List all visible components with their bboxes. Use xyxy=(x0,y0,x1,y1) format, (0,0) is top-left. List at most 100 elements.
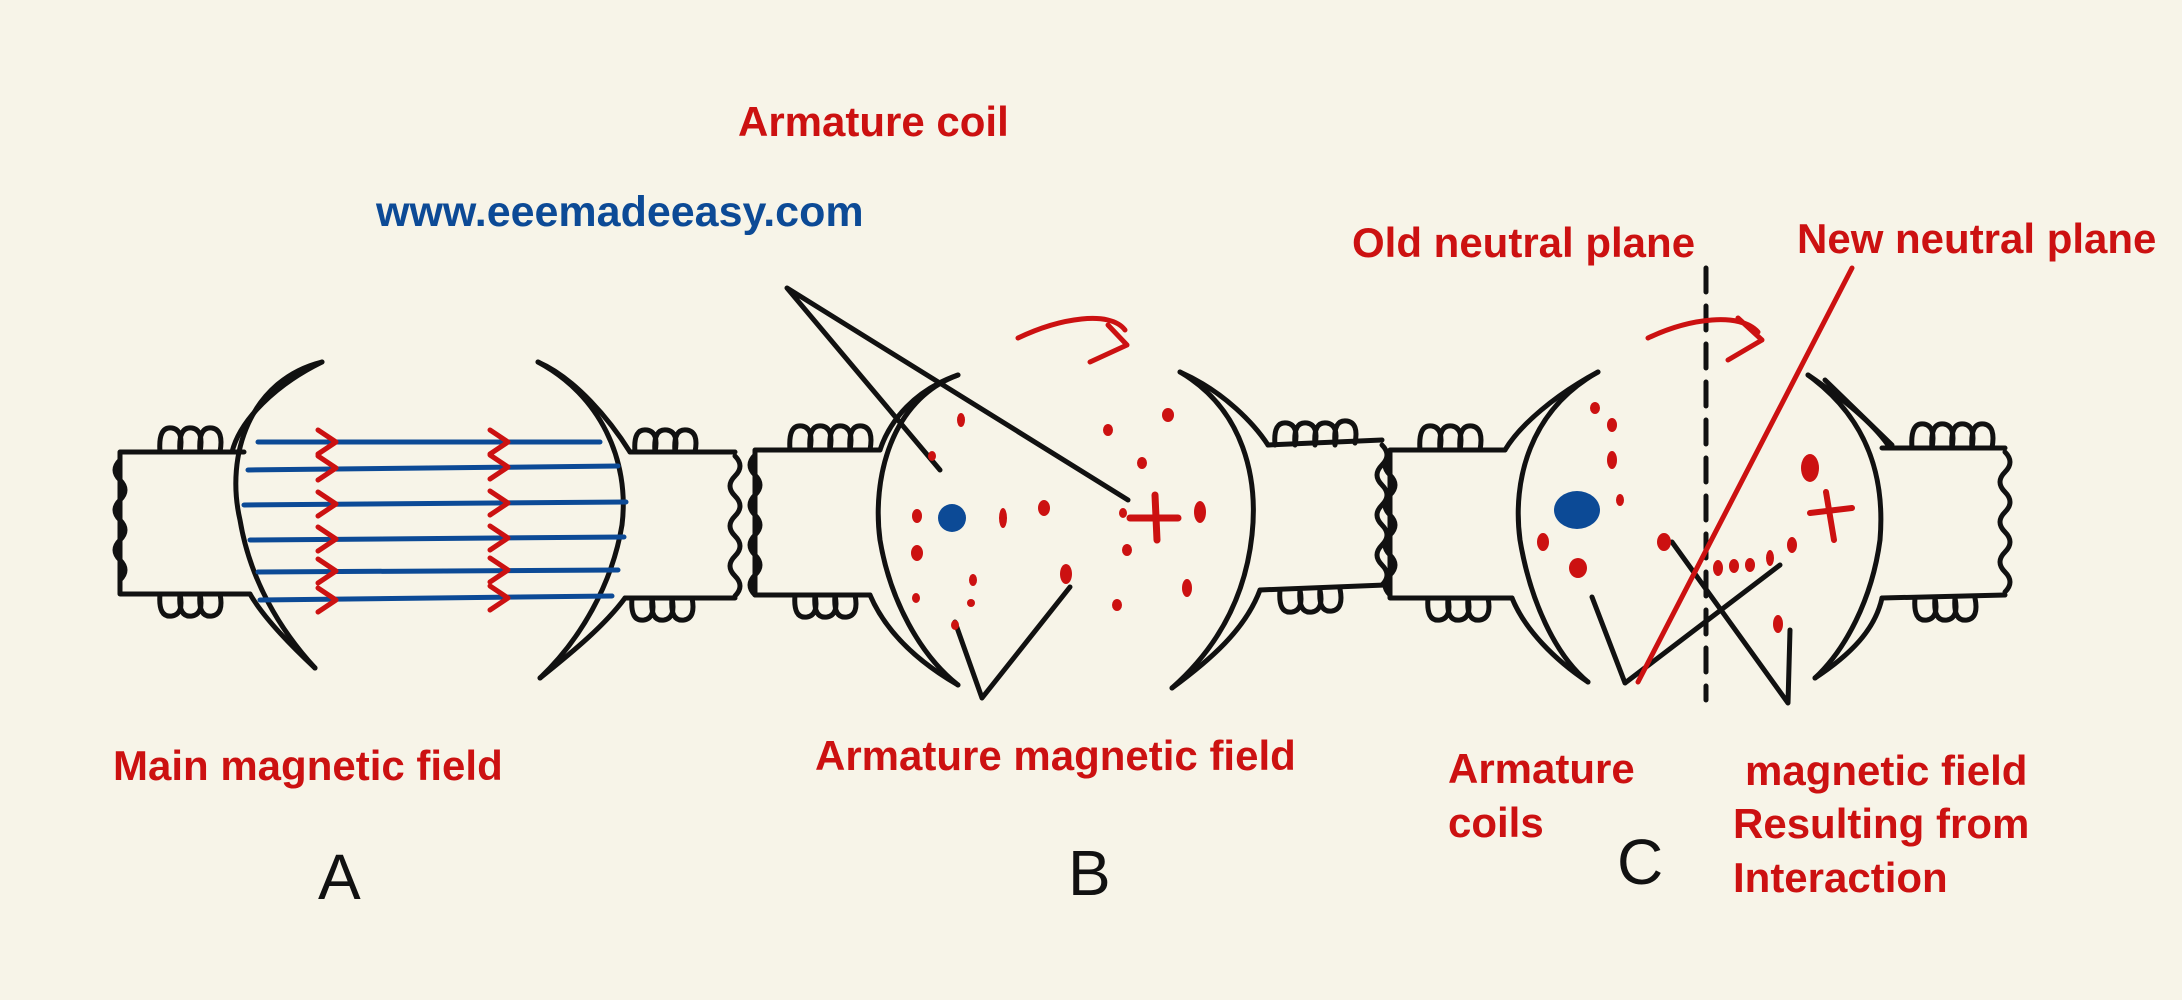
current-out-dots xyxy=(938,491,1600,532)
panel-c-left-pole-shoe xyxy=(1515,369,1601,685)
panel-a-left-pole-shoe-outer xyxy=(229,359,325,671)
old-neutral-plane-label: Old neutral plane xyxy=(1352,219,1696,266)
panel-b-left-pole xyxy=(752,447,883,598)
field-dot xyxy=(1060,564,1072,584)
field-dot xyxy=(1569,558,1587,578)
panel-b-left-coil xyxy=(787,423,874,620)
panel-a-machine xyxy=(112,359,743,681)
panel-b-left-yoke-edge xyxy=(747,452,763,598)
panel-c-rotation-arrow xyxy=(1645,315,1765,363)
panel-c-left-coil xyxy=(1417,423,1492,623)
panel-c-right-pole-shoe xyxy=(1805,372,1884,681)
field-dot xyxy=(1773,615,1783,633)
field-dot xyxy=(1766,550,1774,566)
field-dot xyxy=(911,545,923,561)
armature-coils-label-line2: coils xyxy=(1448,799,1544,846)
armature-field-dots xyxy=(911,402,1819,633)
panel-a-field-arrows xyxy=(315,427,511,615)
panel-a-right-pole-shoe xyxy=(535,359,626,681)
field-dot xyxy=(1194,501,1206,523)
resulting-field-label-line3: Interaction xyxy=(1733,854,1948,901)
panel-a-right-pole xyxy=(622,449,738,601)
field-dot xyxy=(1657,533,1671,551)
field-dot xyxy=(1745,558,1755,572)
panel-c-letter: C xyxy=(1617,826,1664,898)
field-dot xyxy=(1103,424,1113,436)
panel-c-left-pole xyxy=(1387,447,1515,601)
field-arrow xyxy=(315,452,511,483)
panel-a-left-pole-shoe xyxy=(233,359,325,671)
main-field-line xyxy=(247,534,627,543)
field-dot xyxy=(1122,544,1132,556)
panel-a-left-coil xyxy=(157,425,224,619)
panel-b-current-in-symbol xyxy=(1126,491,1182,544)
armature-magnetic-field-label: Armature magnetic field xyxy=(815,732,1296,779)
panel-c-right-coil xyxy=(1909,421,1996,623)
field-dot xyxy=(1162,408,1174,422)
field-dot xyxy=(999,508,1007,528)
field-dot xyxy=(1590,402,1600,414)
field-dot xyxy=(1787,537,1797,553)
panel-c-left-yoke-edge xyxy=(1382,452,1398,598)
field-dot xyxy=(1729,559,1739,573)
field-dot xyxy=(1137,457,1147,469)
field-dot xyxy=(1038,500,1050,516)
field-dot xyxy=(1119,508,1127,518)
main-field-line xyxy=(255,567,621,575)
panel-c-right-pole xyxy=(1879,445,2008,601)
panel-a-right-coil xyxy=(629,427,699,623)
field-dot xyxy=(912,593,920,603)
panel-b-left-pole-shoe-outer xyxy=(867,372,961,688)
panel-b-current-out-dot xyxy=(938,504,966,532)
panel-c-armature-coil-sides xyxy=(1589,377,1895,706)
field-dot xyxy=(1616,494,1624,506)
field-dot xyxy=(967,599,975,607)
new-neutral-plane-label: New neutral plane xyxy=(1797,215,2157,262)
panel-c-current-in-symbol xyxy=(1807,489,1855,543)
main-field-line xyxy=(245,463,621,473)
website-label: www.eeemadeeasy.com xyxy=(376,188,864,236)
field-dot xyxy=(912,509,922,523)
panel-b-machine xyxy=(747,285,1390,701)
panel-a-left-pole xyxy=(117,449,253,597)
panel-a-letter: A xyxy=(318,841,361,913)
resulting-field-label-line2: Resulting from xyxy=(1733,800,2030,847)
field-dot xyxy=(1112,599,1122,611)
panel-a-main-field-lines xyxy=(241,439,629,603)
main-field-line xyxy=(241,499,629,508)
field-dot xyxy=(1713,560,1723,576)
new-neutral-plane-line xyxy=(1635,265,1855,685)
panel-a-right-pole-shoe-outer xyxy=(535,359,633,681)
field-dot xyxy=(969,574,977,586)
main-field-line xyxy=(257,593,615,603)
field-arrow xyxy=(315,555,511,586)
panel-c-current-out-dot xyxy=(1554,491,1600,529)
panel-c-left-pole-shoe-outer xyxy=(1502,369,1601,685)
panel-b-right-coil xyxy=(1272,418,1359,615)
field-dot xyxy=(1607,451,1617,469)
panel-b-left-pole-shoe xyxy=(875,372,961,688)
panel-a-right-yoke-edge xyxy=(727,453,743,599)
field-dot xyxy=(1537,533,1549,551)
resulting-field-label-line1: magnetic field xyxy=(1745,747,2028,794)
panel-b-armature-coil-pointer xyxy=(784,285,1131,503)
field-arrow xyxy=(315,488,511,519)
panel-b-rotation-arrow xyxy=(1015,315,1130,365)
field-dot xyxy=(928,451,936,461)
panel-b-right-pole-shoe-outer xyxy=(1169,369,1271,691)
panel-b-letter: B xyxy=(1068,837,1111,909)
main-magnetic-field-label: Main magnetic field xyxy=(113,742,503,789)
panel-c-right-yoke-edge xyxy=(1997,449,2013,595)
panel-a-left-yoke-edge xyxy=(112,457,128,583)
field-arrow xyxy=(315,427,511,457)
field-dot xyxy=(1801,454,1819,482)
panel-b-right-pole-shoe xyxy=(1169,369,1256,691)
field-dot xyxy=(951,620,959,630)
panel-b-armature-coil-sides xyxy=(952,584,1073,701)
armature-coils-label-line1: Armature xyxy=(1448,745,1635,792)
armature-coil-label: Armature coil xyxy=(738,98,1009,145)
field-arrow xyxy=(315,583,511,615)
panel-c-machine xyxy=(1382,369,2013,706)
panel-b-right-yoke-edge xyxy=(1374,442,1390,588)
